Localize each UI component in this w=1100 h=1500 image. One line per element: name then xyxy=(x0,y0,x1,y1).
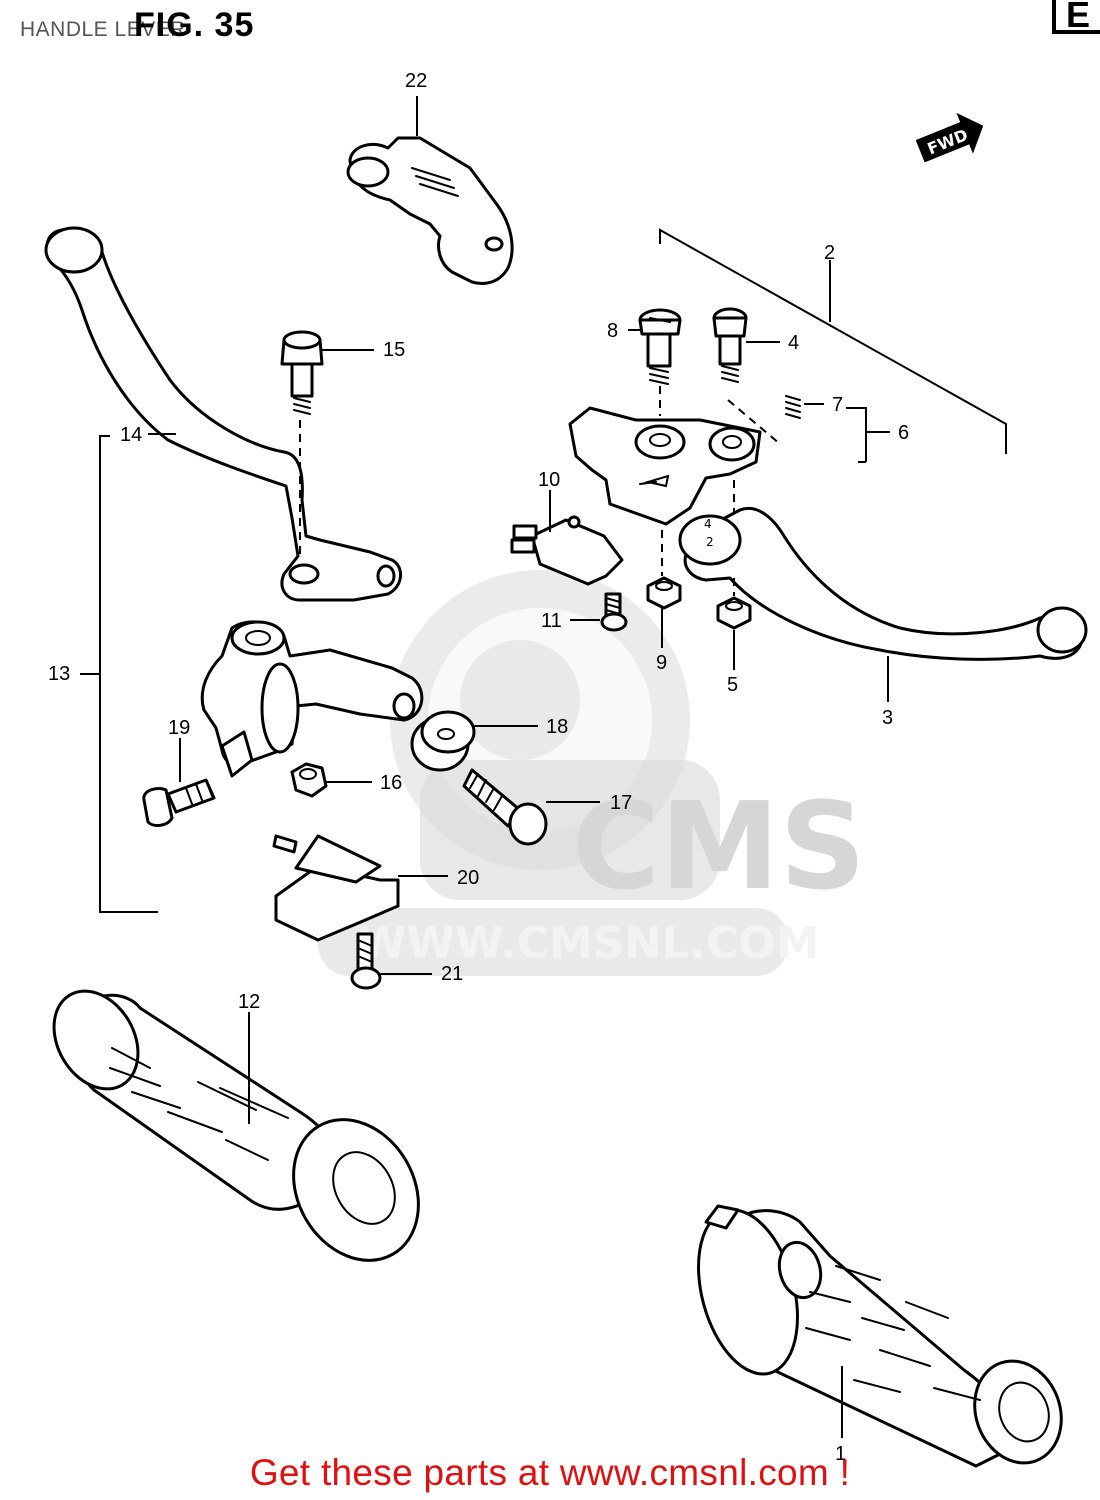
callout-19: 19 xyxy=(168,717,190,739)
section-title: HANDLE LEVER xyxy=(20,18,186,41)
callout-8: 8 xyxy=(607,320,618,342)
callout-1: 1 xyxy=(835,1443,846,1465)
corner-letter: E xyxy=(1066,0,1091,35)
part-10-switch xyxy=(510,490,624,586)
cta-link[interactable]: Get these parts at www.cmsnl.com ! xyxy=(249,1452,851,1493)
callout-7: 7 xyxy=(832,394,843,416)
part-21-screw xyxy=(350,932,432,990)
svg-text:2: 2 xyxy=(706,535,714,549)
figure-title: FIG. 35 xyxy=(134,6,255,44)
part-9-nut xyxy=(646,530,682,648)
part-19-bolt xyxy=(142,738,216,827)
part-13-lever-holder xyxy=(200,620,424,778)
fwd-arrow-icon: FWD xyxy=(915,112,984,163)
part-8-pivot-bolt xyxy=(628,308,682,385)
callout-5: 5 xyxy=(727,674,738,696)
callout-14: 14 xyxy=(120,424,142,446)
part-13-bracket-lines xyxy=(80,433,176,913)
callout-16: 16 xyxy=(380,772,402,794)
watermark-brand: CMS xyxy=(572,778,866,917)
part-6-lever-body xyxy=(568,386,781,526)
part-7-spring xyxy=(785,395,824,419)
part-15-pivot-bolt xyxy=(280,330,374,415)
callout-labels: 1 2 3 4 5 6 7 8 9 10 11 12 13 14 15 16 1… xyxy=(48,70,909,1465)
callout-11: 11 xyxy=(541,610,562,632)
part-14-lever xyxy=(44,226,402,602)
callout-2: 2 xyxy=(824,242,835,264)
callout-4: 4 xyxy=(788,332,799,354)
part-4-bolt xyxy=(712,307,780,383)
callout-3: 3 xyxy=(882,707,893,729)
part-11-screw xyxy=(570,592,628,632)
callout-6: 6 xyxy=(898,422,909,444)
callout-22: 22 xyxy=(405,70,427,92)
part-6-bracket-lines xyxy=(846,407,890,463)
callout-20: 20 xyxy=(457,867,479,889)
part-5-nut xyxy=(716,480,752,670)
part-16-nut xyxy=(290,762,372,798)
corner-tab xyxy=(1052,0,1100,34)
part-1-grip-right xyxy=(697,1204,1063,1468)
callout-21: 21 xyxy=(441,963,463,985)
callout-18: 18 xyxy=(546,716,568,738)
part-12-grip-left xyxy=(52,989,420,1262)
callout-12: 12 xyxy=(238,991,260,1013)
callout-9: 9 xyxy=(656,652,667,674)
watermark-url: WWW.CMSNL.COM xyxy=(358,918,820,969)
callout-15: 15 xyxy=(383,339,405,361)
svg-text:4: 4 xyxy=(704,517,712,531)
callout-13: 13 xyxy=(48,663,70,685)
part-2-bracket-lines xyxy=(659,228,1007,454)
part-18-adjuster xyxy=(410,710,538,772)
part-3-lever: 4 2 xyxy=(678,507,1088,702)
part-17-adjust-bolt xyxy=(462,768,600,846)
part-22-cable-holder xyxy=(346,96,514,285)
part-20-switch xyxy=(272,834,448,942)
callout-10: 10 xyxy=(538,469,560,491)
callout-17: 17 xyxy=(610,792,632,814)
